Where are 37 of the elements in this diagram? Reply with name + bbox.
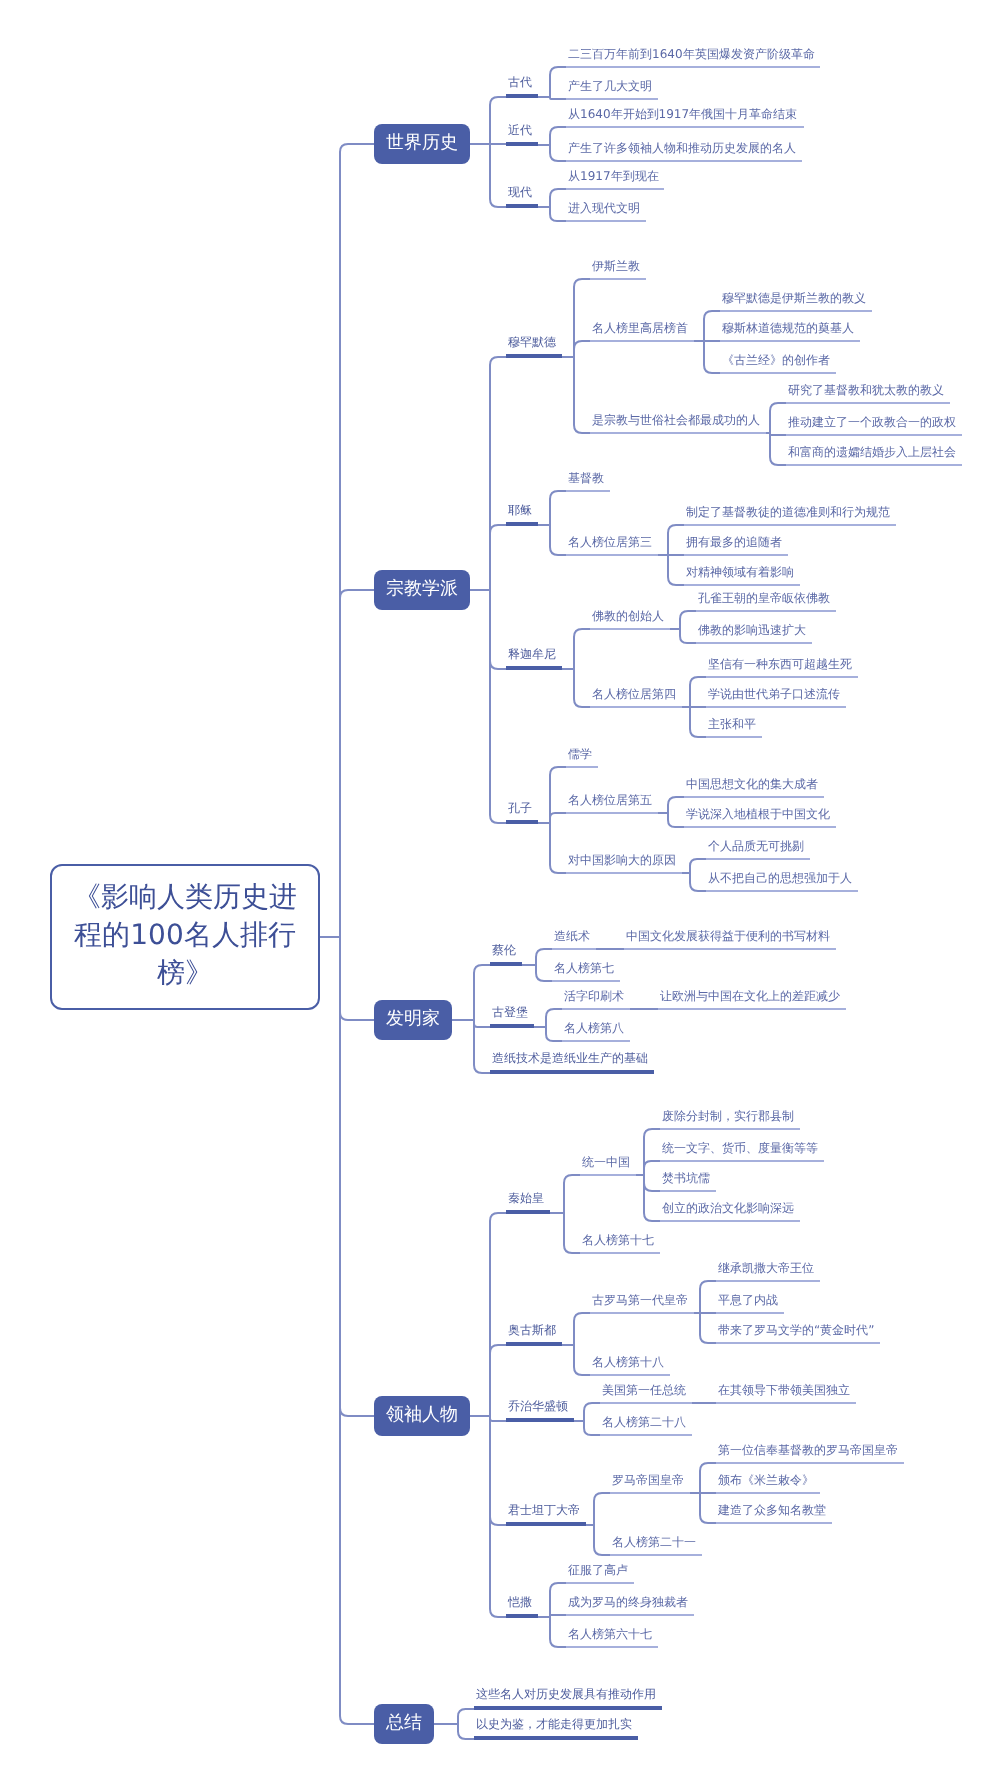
connector-line: [561, 1344, 591, 1376]
connector-line: [657, 554, 685, 586]
connector-line: [537, 822, 567, 874]
connector-line: [691, 1402, 717, 1404]
connector-line: [549, 1212, 581, 1254]
connector-line: [765, 432, 787, 436]
connector-line: [537, 206, 567, 222]
connector-line: [585, 1524, 611, 1556]
connector-line: [689, 1492, 717, 1524]
connector-line: [533, 1026, 563, 1042]
connector-line: [765, 432, 787, 466]
connector-line: [657, 812, 685, 828]
connector-line: [537, 96, 567, 100]
connector-line: [537, 1616, 567, 1648]
connector-line: [629, 1008, 659, 1010]
topic-box: 总结: [374, 1704, 434, 1744]
connector-line: [561, 356, 591, 434]
topic-box: 领袖人物: [374, 1396, 470, 1436]
connector-line: [521, 964, 553, 982]
connector-line: [451, 1019, 491, 1074]
connector-line: [561, 668, 591, 708]
connector-line: [537, 524, 567, 556]
connector-line: [693, 1312, 717, 1344]
connector-line: [693, 1280, 717, 1314]
topic-box: 发明家: [374, 1000, 452, 1040]
connector-line: [595, 948, 625, 950]
connector-line: [765, 402, 787, 434]
central-topic-box: 《影响人类历史进程的100名人排行榜》: [50, 864, 320, 1010]
connector-line: [669, 628, 697, 644]
connector-line: [469, 1415, 507, 1618]
topic-box: 世界历史: [374, 124, 470, 164]
topic-box: 宗教学派: [374, 570, 470, 610]
connector-line: [433, 1723, 475, 1740]
connector-line: [573, 1420, 601, 1436]
connector-line: [693, 340, 721, 374]
connector-line: [681, 706, 707, 738]
connector-line: [537, 144, 567, 162]
